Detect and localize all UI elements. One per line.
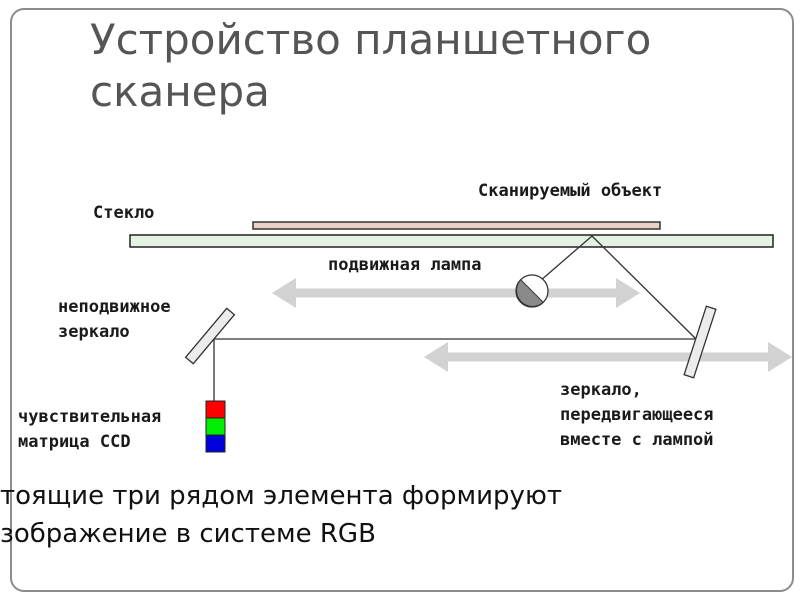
fixed-mirror-label-line-2: зеркало <box>58 322 130 342</box>
fixed-mirror-label: неподвижное зеркало <box>58 295 171 345</box>
ccd-matrix-label: чувствительная матрица CCD <box>18 405 161 455</box>
fixed-mirror-label-line-1: неподвижное <box>58 297 171 317</box>
glass-plate <box>129 234 774 248</box>
slide-title: Устройство планшетного сканера <box>90 14 730 118</box>
slide-caption: тоящие три рядом элемента формируют зобр… <box>0 477 800 553</box>
moving-mirror-label-line-3: вместе с лампой <box>560 430 714 450</box>
light-path <box>213 235 697 401</box>
fixed-mirror <box>184 307 236 365</box>
moving-mirror-label-line-2: передвигающееся <box>560 405 714 425</box>
moving-lamp-label: подвижная лампа <box>328 255 482 275</box>
slide-frame <box>10 8 794 592</box>
scanned-object-label: Сканируемый объект <box>478 181 663 201</box>
slide-title-line-2: сканера <box>90 67 270 116</box>
lamp-travel-arrow <box>272 278 640 308</box>
slide-title-line-1: Устройство планшетного <box>90 15 652 64</box>
slide-caption-line-1: тоящие три рядом элемента формируют <box>0 481 562 511</box>
moving-lamp <box>515 274 549 308</box>
ccd-matrix-label-line-1: чувствительная <box>18 407 162 427</box>
scanned-object <box>252 221 661 230</box>
moving-mirror <box>683 305 717 379</box>
slide-caption-line-2: зображение в системе RGB <box>0 519 376 549</box>
ccd-green-cell <box>205 417 226 436</box>
ccd-red-cell <box>205 400 226 419</box>
ccd-matrix-label-line-2: матрица CCD <box>18 432 131 452</box>
glass-label: Стекло <box>93 203 155 223</box>
moving-mirror-label-line-1: зеркало, <box>560 380 642 400</box>
ccd-blue-cell <box>205 434 226 453</box>
mirror-travel-arrow <box>424 342 792 372</box>
ccd-sensor <box>205 400 226 453</box>
moving-mirror-label: зеркало, передвигающееся вместе с лампой <box>560 378 714 453</box>
